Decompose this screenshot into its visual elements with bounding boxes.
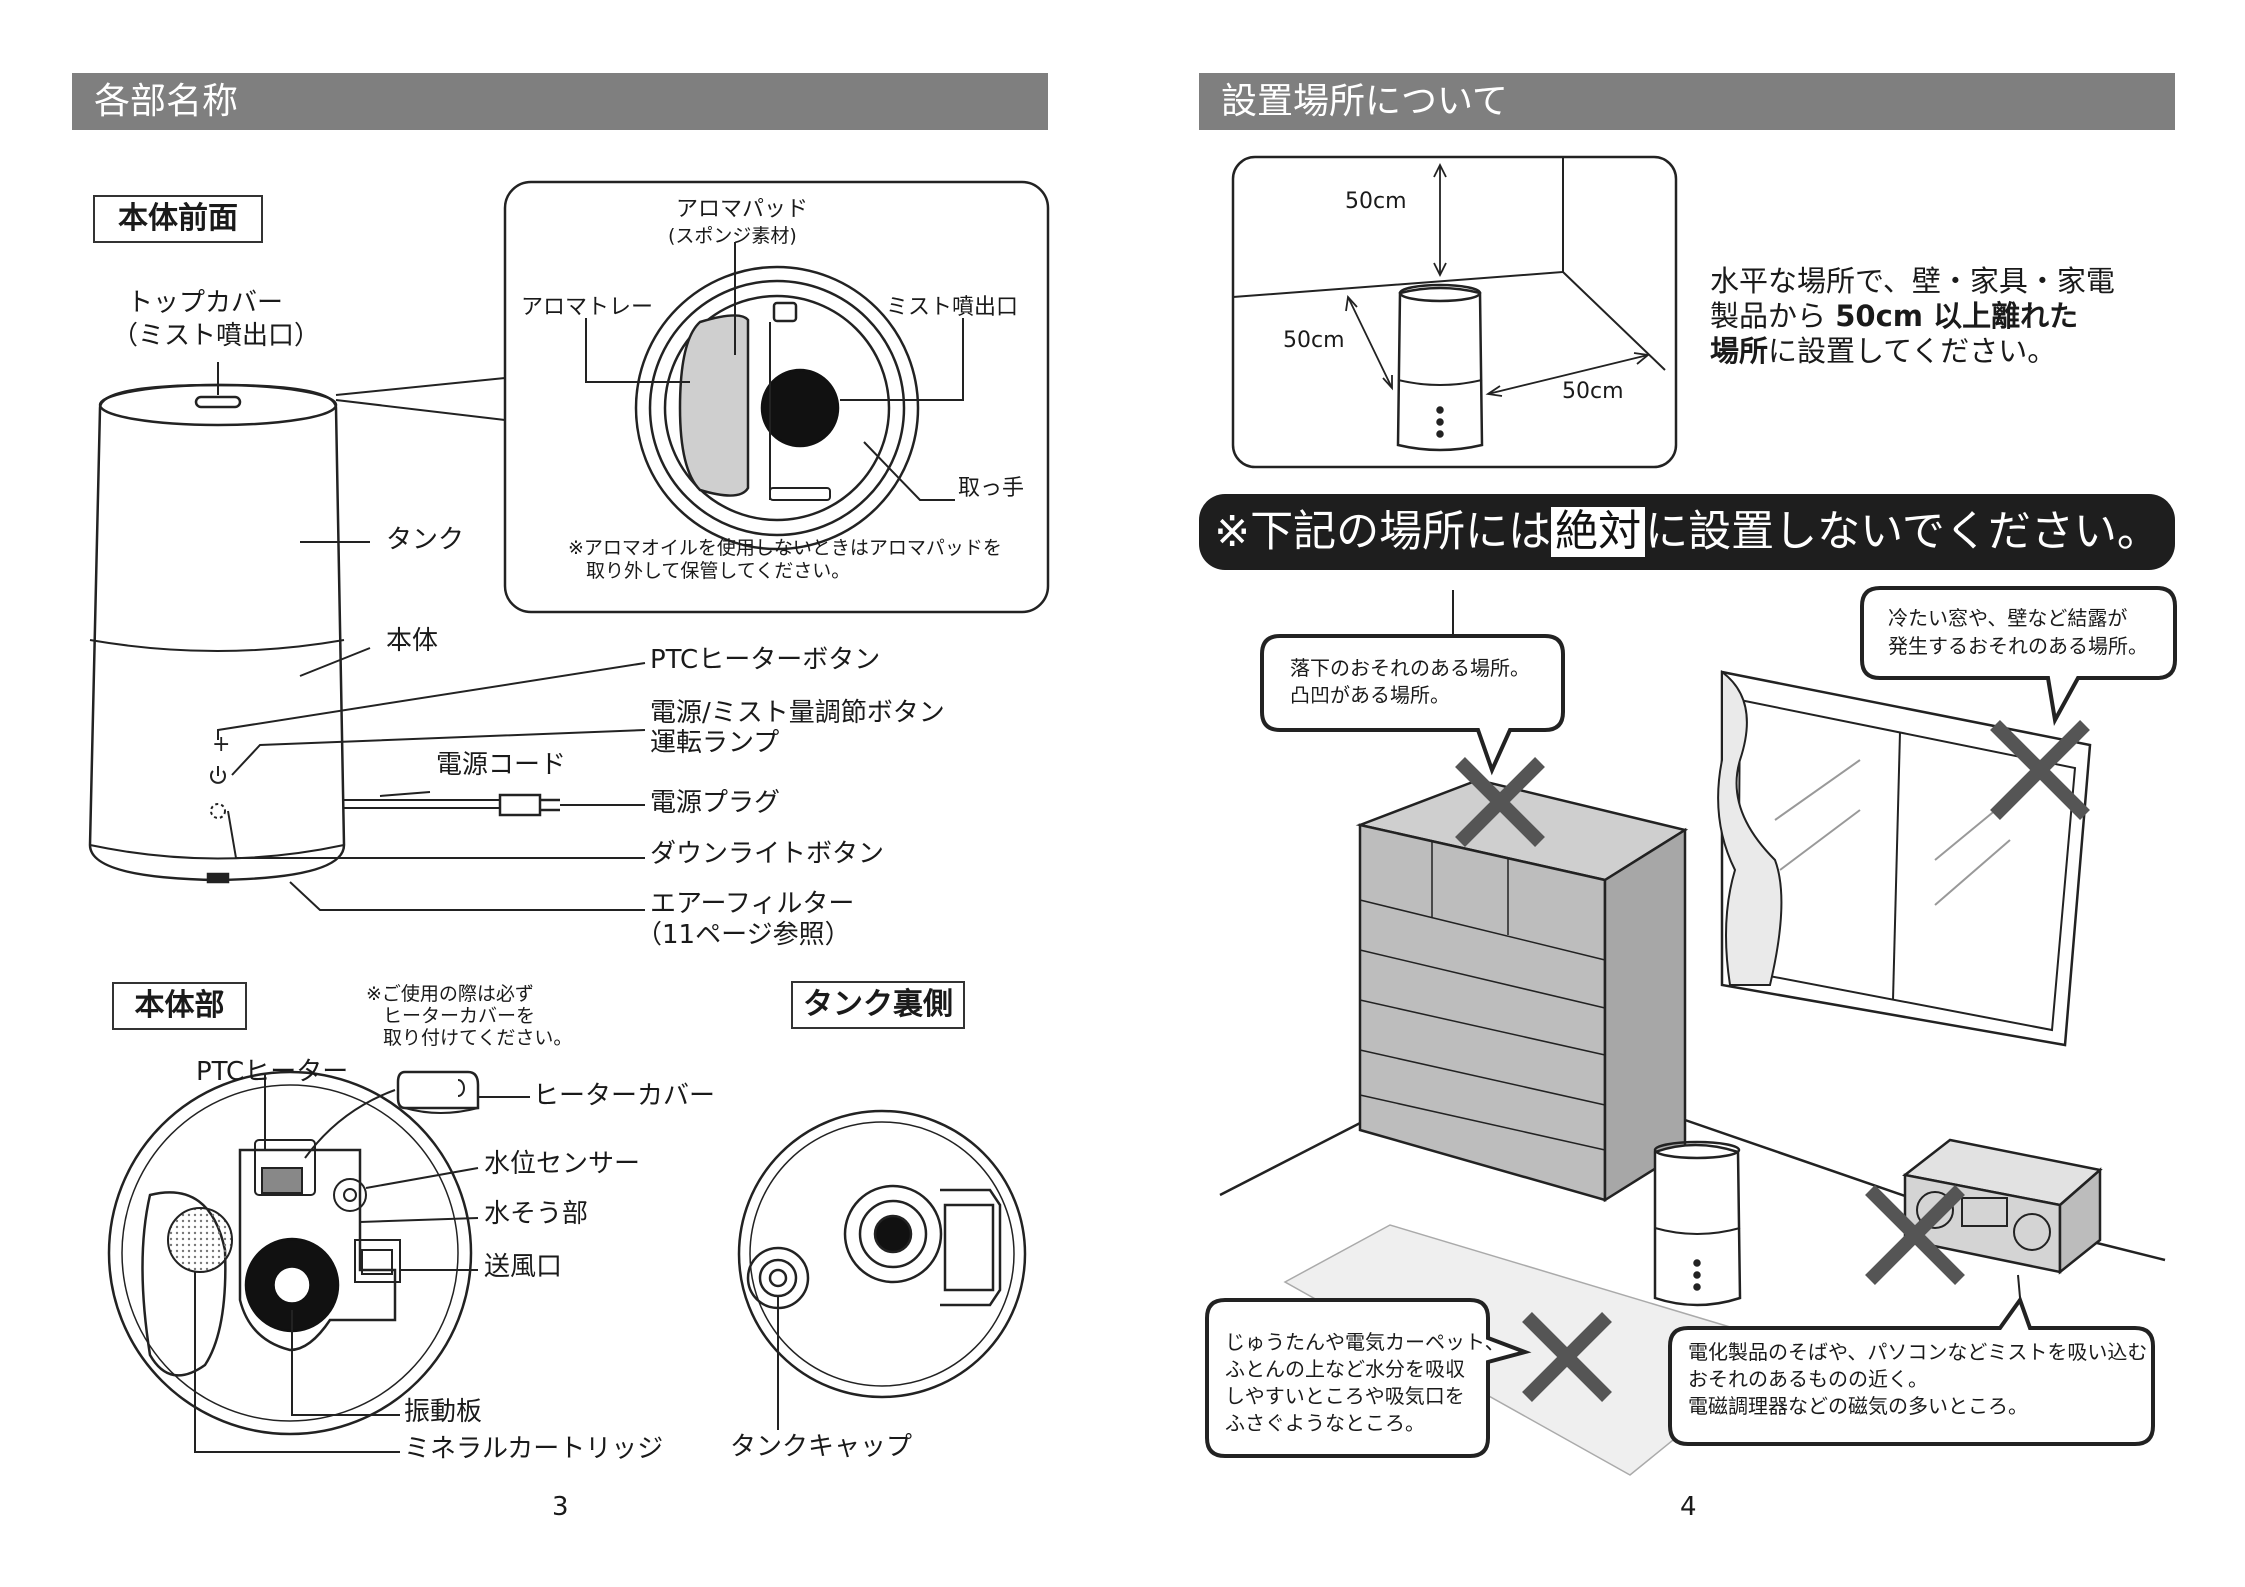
aroma-pad-sublabel: (スポンジ素材) — [668, 225, 797, 247]
aroma-tray-label: アロマトレー — [521, 295, 654, 320]
aroma-note-line2: 取り外して保管してください。 — [586, 560, 851, 582]
humidifier-front-illustration: + — [88, 383, 560, 884]
clearance-right-label: 50cm — [1562, 379, 1624, 404]
warning-carpet-line2: ふとんの上など水分を吸収 — [1225, 1357, 1465, 1381]
warning-fall-line2: 凸凹がある場所。 — [1290, 683, 1450, 707]
page-number-left: 3 — [552, 1492, 569, 1522]
section-header-installation: 設置場所について — [1199, 73, 2175, 130]
downlight-button-label: ダウンライトボタン — [650, 839, 885, 869]
run-lamp-label: 運転ランプ — [650, 728, 780, 758]
placement-text-line3b: に設置してください。 — [1768, 334, 2057, 368]
prohibited-cross-marks — [1455, 720, 2090, 1402]
warning-carpet-line3: しやすいところや吸気口を — [1225, 1384, 1465, 1408]
base-unit-label: 本体部 — [112, 982, 247, 1030]
air-outlet-label: 送風口 — [484, 1252, 563, 1282]
water-tank-part-label: 水そう部 — [484, 1199, 589, 1229]
base-note-line1: ※ご使用の際は必ず — [366, 983, 534, 1005]
warning-electric-line1: 電化製品のそばや、パソコンなどミストを吸い込む — [1688, 1340, 2148, 1364]
page-number-right: 4 — [1680, 1492, 1697, 1522]
warning-electric-line3: 電磁調理器などの磁気の多いところ。 — [1688, 1394, 2028, 1418]
prohibited-locations-banner: ※下記の場所には絶対に設置しないでください。 — [1199, 494, 2175, 570]
power-mist-button-label: 電源/ミスト量調節ボタン — [650, 698, 945, 728]
air-filter-reference: （11ページ参照） — [636, 920, 851, 950]
ptc-heater-button-label: PTCヒーターボタン — [650, 645, 881, 675]
warning-carpet-line4: ふさぐようなところ。 — [1225, 1411, 1425, 1435]
placement-text-line1: 水平な場所で、壁・家具・家電 — [1710, 264, 2115, 298]
clearance-diagram — [1231, 155, 1678, 469]
power-plug-label: 電源プラグ — [650, 788, 781, 818]
section-header-part-names: 各部名称 — [72, 73, 1048, 130]
base-note-line3: 取り付けてください。 — [383, 1027, 573, 1049]
clearance-left-label: 50cm — [1283, 328, 1345, 353]
placement-text-line3: 場所に設置してください。 — [1710, 334, 2057, 368]
aroma-pad-label: アロマパッド — [676, 197, 809, 222]
top-cover-sublabel: （ミスト噴出口） — [112, 321, 321, 351]
placement-text-distance: 50cm 以上離れた — [1835, 299, 2079, 333]
mist-outlet-label: ミスト噴出口 — [886, 295, 1019, 320]
air-filter-label: エアーフィルター — [650, 889, 855, 919]
heater-cover-label: ヒーターカバー — [533, 1081, 716, 1111]
leader-lines-front — [217, 362, 646, 911]
banner-text-a: ※下記の場所には — [1214, 507, 1552, 557]
aroma-note-line1: ※アロマオイルを使用しないときはアロマパッドを — [568, 537, 1002, 559]
placement-text-line2a: 製品から — [1710, 299, 1827, 333]
banner-emphasis: 絶対 — [1551, 507, 1646, 557]
warning-fall-line1: 落下のおそれのある場所。 — [1290, 656, 1530, 680]
clearance-top-label: 50cm — [1345, 189, 1407, 214]
body-label: 本体 — [386, 626, 439, 656]
ptc-heater-label: PTCヒーター — [196, 1057, 349, 1087]
vibration-plate-label: 振動板 — [404, 1397, 483, 1427]
warning-window-line2: 発生するおそれのある場所。 — [1888, 634, 2148, 658]
warning-bubbles — [1205, 586, 2177, 1458]
svg-text:+: + — [212, 732, 230, 757]
top-cover-label: トップカバー — [127, 288, 284, 318]
base-note-line2: ヒーターカバーを — [383, 1005, 536, 1027]
placement-text-line2: 製品から 50cm 以上離れた — [1710, 299, 2079, 333]
tank-back-label: タンク裏側 — [791, 981, 965, 1029]
warning-electric-line2: おそれのあるものの近く。 — [1688, 1367, 1928, 1391]
tank-cap-label: タンクキャップ — [730, 1432, 913, 1462]
warning-window-line1: 冷たい窓や、壁など結露が — [1888, 606, 2128, 630]
front-view-label: 本体前面 — [93, 195, 263, 243]
base-top-view-drawing — [107, 1070, 530, 1453]
handle-label: 取っ手 — [958, 476, 1025, 501]
power-cord-label: 電源コード — [436, 750, 567, 780]
banner-text-c: に設置しないでください。 — [1645, 507, 2160, 557]
placement-text-location: 場所 — [1710, 334, 1769, 368]
aroma-tray-callout-drawing — [503, 180, 1050, 614]
water-sensor-label: 水位センサー — [484, 1149, 641, 1179]
tank-label: タンク — [386, 525, 465, 555]
tank-back-drawing — [737, 1109, 1027, 1430]
mineral-cartridge-label: ミネラルカートリッジ — [404, 1434, 664, 1464]
warning-carpet-line1: じゅうたんや電気カーペット、 — [1225, 1330, 1505, 1354]
room-scene-illustration — [1219, 590, 2166, 1476]
